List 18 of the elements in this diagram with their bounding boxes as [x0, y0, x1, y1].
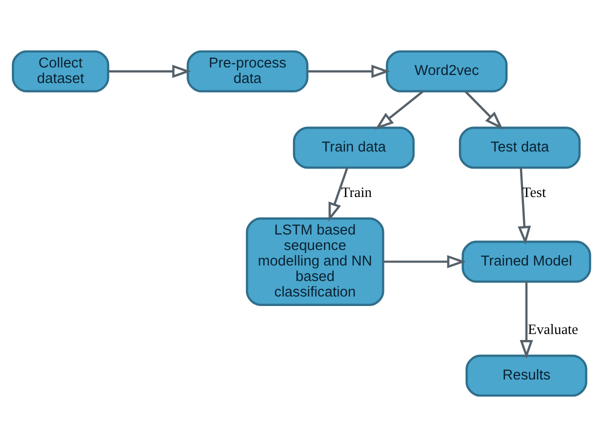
arrow [307, 64, 390, 78]
node-box: LSTM based sequence modelling and NN based classification [246, 217, 384, 306]
node-box: Trained Model [462, 240, 592, 283]
node-box: Train data [292, 126, 415, 169]
node-box: Collect dataset [12, 50, 110, 92]
arrow [375, 90, 424, 130]
arrow [464, 90, 504, 130]
arrow [108, 64, 192, 78]
node-box: Word2vec [386, 50, 508, 92]
node-box: Pre-process data [186, 50, 308, 92]
node-box: Test data [458, 126, 581, 169]
edge-label: Train [341, 184, 372, 201]
arrow [518, 168, 531, 245]
arrow [383, 255, 466, 268]
node-box: Results [466, 354, 588, 397]
arrow [328, 167, 348, 222]
edge-label: Evaluate [528, 322, 578, 338]
arrow [520, 282, 534, 359]
